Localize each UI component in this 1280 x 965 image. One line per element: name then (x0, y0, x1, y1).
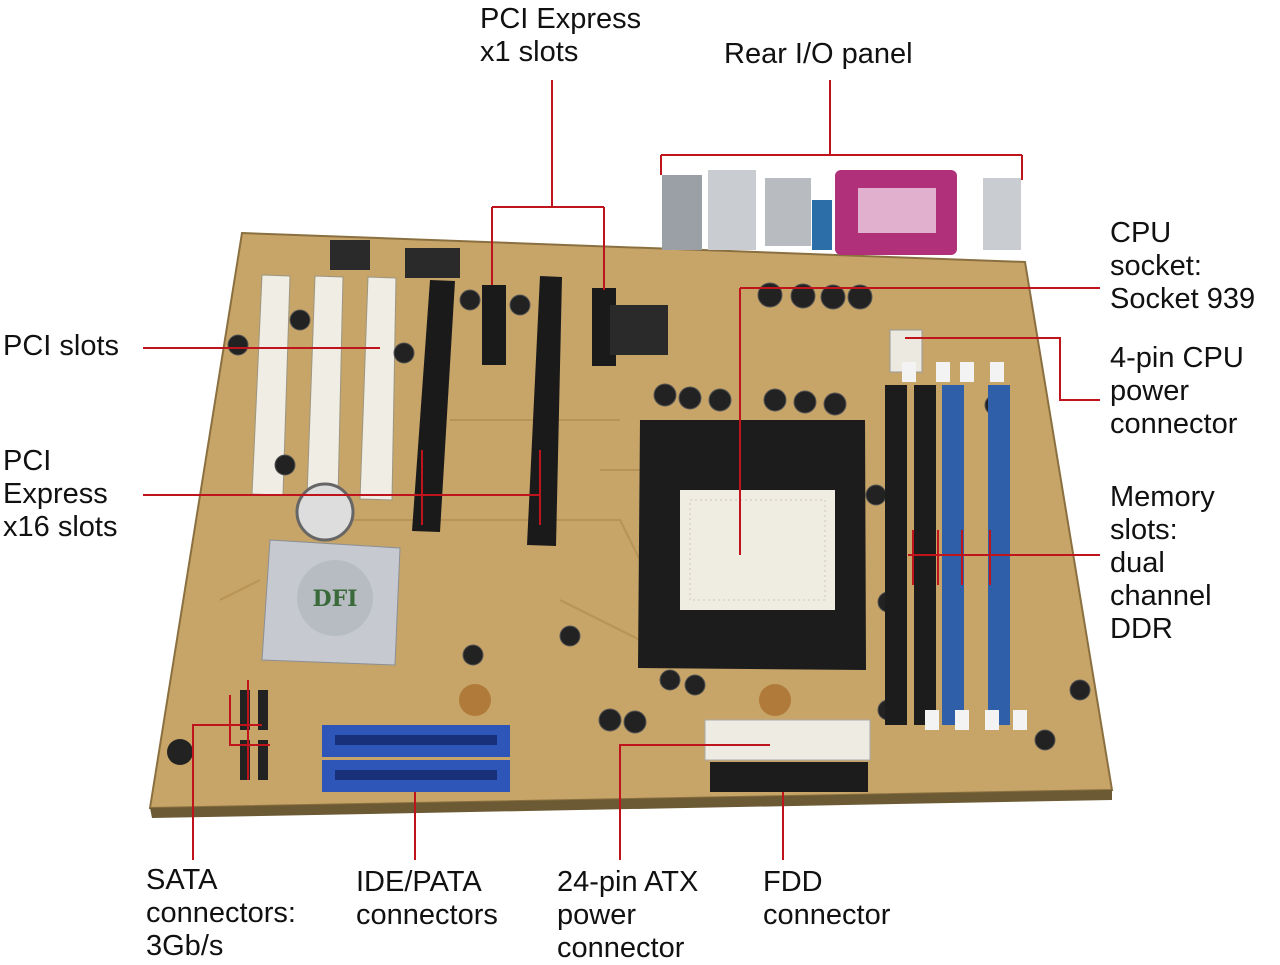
label-cpu-socket: CPU socket: Socket 939 (1110, 217, 1256, 315)
label-sata-connectors: SATA connectors: 3Gb/s (146, 864, 296, 962)
leader-lines (143, 80, 1100, 860)
pci-slots (251, 274, 397, 501)
cpu-socket (638, 420, 866, 670)
label-pci-slots: PCI slots (3, 330, 120, 362)
cmos-battery (295, 482, 355, 542)
rear-io-panel (662, 170, 1021, 255)
fdd-connector (710, 762, 868, 792)
dfi-logo: DFI (313, 586, 358, 612)
label-rear-io-panel: Rear I/O panel (724, 38, 913, 70)
label-atx-power-connector: 24-pin ATX power connector (557, 866, 699, 964)
sata-connectors (240, 690, 268, 780)
ide-connectors (322, 725, 510, 792)
chipset-heatsink: DFI (261, 539, 401, 666)
memory-slots (885, 362, 1027, 730)
label-cpu-power-connector: 4-pin CPU power connector (1110, 342, 1244, 440)
label-fdd-connector: FDD connector (763, 866, 891, 931)
atx-power-connector (704, 719, 871, 761)
label-ide-connectors: IDE/PATA connectors (356, 866, 498, 931)
label-pcie-x1-slots: PCI Express x1 slots (480, 3, 642, 68)
label-pcie-x16-slots: PCI Express x16 slots (3, 445, 118, 543)
label-memory-slots: Memory slots: dual channel DDR (1110, 481, 1215, 645)
